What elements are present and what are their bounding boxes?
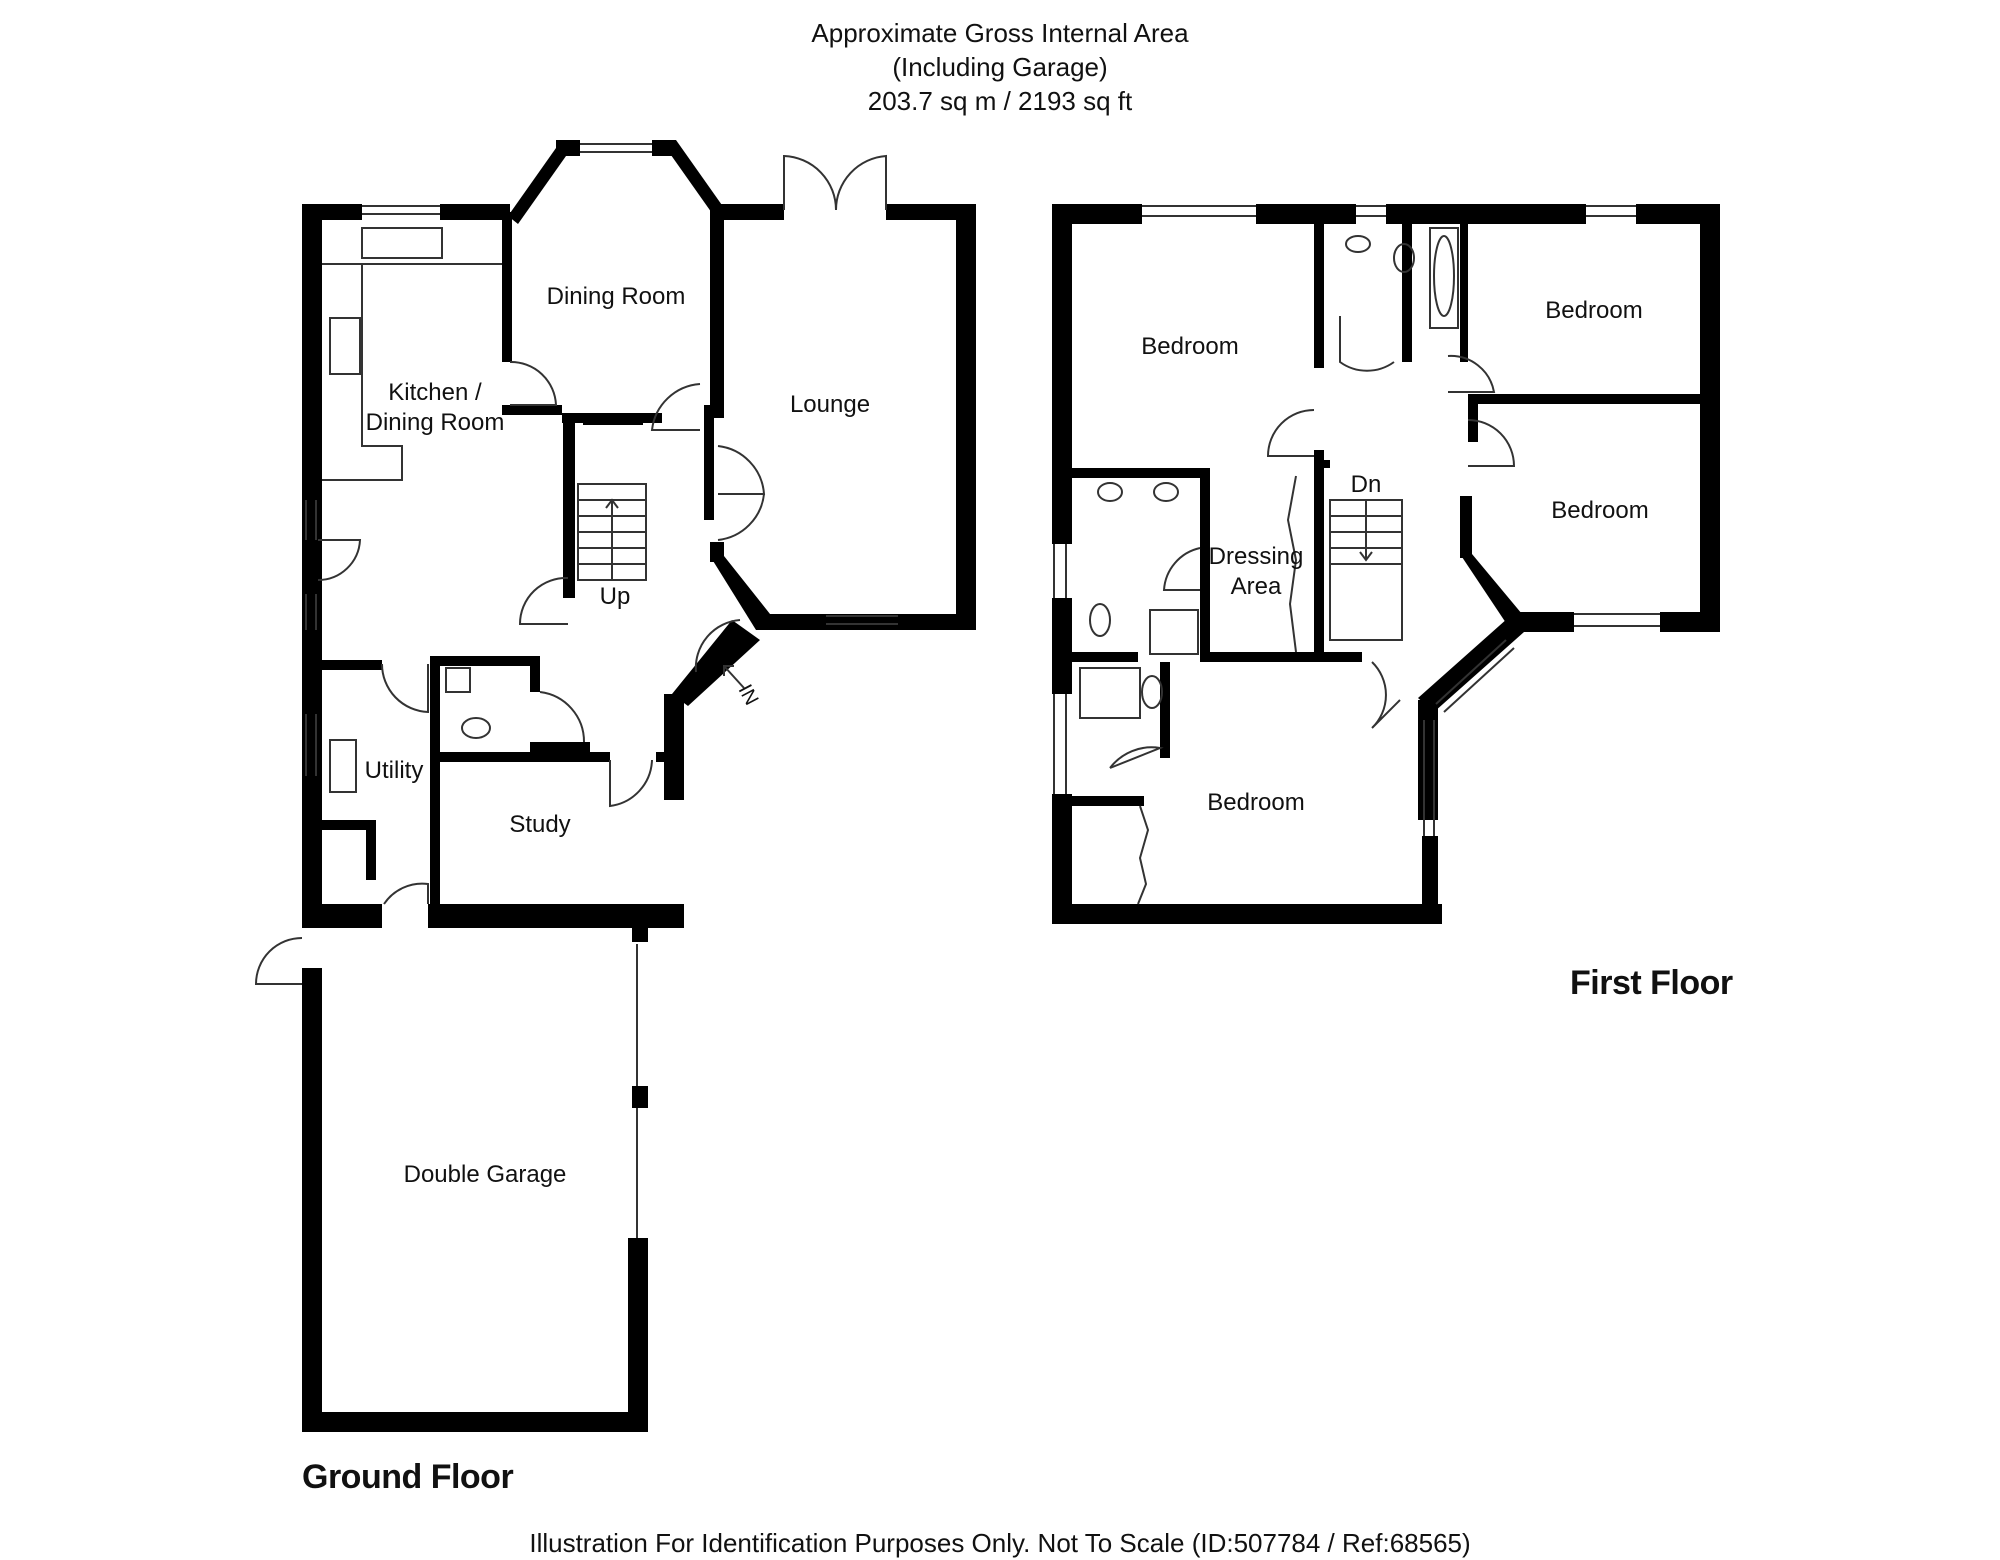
area-value: 203.7 sq m / 2193 sq ft: [867, 86, 1133, 116]
room-label-study: Study: [509, 811, 571, 838]
first-floor-windows-doors: [1053, 205, 1660, 905]
area-subtitle: (Including Garage): [892, 52, 1108, 82]
disclaimer-footer: Illustration For Identification Purposes…: [529, 1528, 1471, 1558]
stairs-up-label: Up: [599, 583, 631, 610]
floor-title-first: First Floor: [1570, 964, 1733, 1002]
room-label-utility: Utility: [364, 757, 424, 784]
room-label-bedroom-2: Bedroom: [1545, 297, 1643, 324]
area-title: Approximate Gross Internal Area: [811, 18, 1189, 48]
room-label-double-garage: Double Garage: [403, 1161, 567, 1188]
first-floor-walls: [1052, 204, 1720, 924]
stairs-down-label: Dn: [1350, 471, 1382, 498]
ground-floor-windows-doors: [254, 143, 898, 1238]
room-label-dressing-area: Dressing Area: [1208, 543, 1304, 600]
room-label-lounge: Lounge: [789, 391, 871, 418]
room-label-dining-room: Dining Room: [546, 283, 686, 310]
ground-floor-walls: [302, 140, 976, 1432]
floor-title-ground: Ground Floor: [302, 1458, 514, 1496]
room-label-kitchen: Kitchen / Dining Room: [365, 379, 505, 436]
room-label-bedroom-1: Bedroom: [1141, 333, 1239, 360]
room-label-bedroom-3: Bedroom: [1551, 497, 1649, 524]
room-label-bedroom-4: Bedroom: [1207, 789, 1305, 816]
